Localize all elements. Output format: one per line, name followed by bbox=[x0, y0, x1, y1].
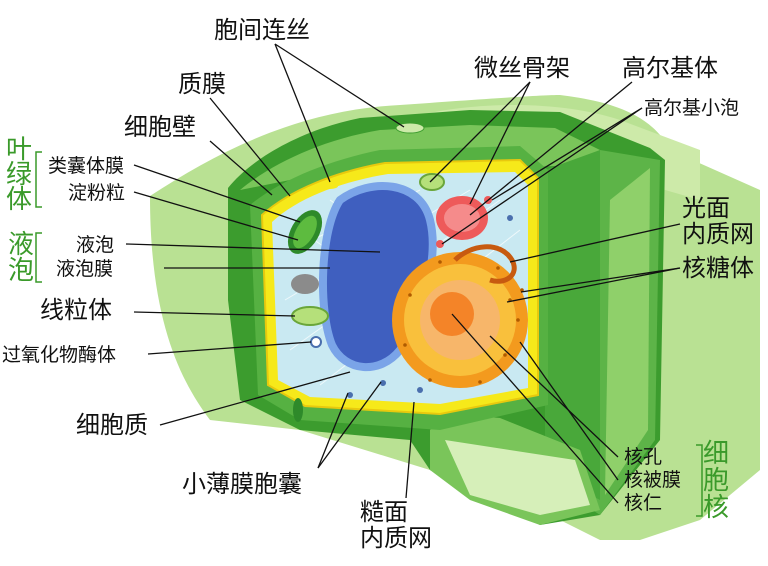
label-peroxisome: 过氧化物酶体 bbox=[2, 344, 116, 366]
label-vacuole: 液泡 bbox=[76, 234, 114, 256]
nucleus bbox=[392, 244, 528, 388]
plasmodesmata-marks bbox=[322, 122, 425, 189]
label-plasmodesmata: 胞间连丝 bbox=[214, 16, 310, 44]
group-label-vacuole: 液 泡 bbox=[8, 230, 34, 286]
label-thylakoid-membrane: 类囊体膜 bbox=[48, 155, 124, 177]
svg-text:细: 细 bbox=[703, 439, 729, 469]
label-golgi-apparatus: 高尔基体 bbox=[622, 54, 718, 82]
leader-lines bbox=[125, 43, 681, 504]
label-cell-wall: 细胞壁 bbox=[124, 113, 196, 141]
svg-text:核: 核 bbox=[703, 493, 729, 523]
group-brackets bbox=[35, 151, 703, 517]
mitochondrion-2 bbox=[419, 173, 445, 191]
label-plasma-membrane: 质膜 bbox=[178, 70, 226, 98]
group-label-chloroplast: 叶 绿 体 bbox=[6, 135, 32, 215]
svg-text:叶: 叶 bbox=[6, 135, 32, 165]
label-mitochondrion: 线粒体 bbox=[40, 296, 112, 324]
label-smooth-er-1: 光面 bbox=[682, 194, 730, 222]
label-smooth-er-2: 内质网 bbox=[682, 220, 754, 248]
label-nuclear-envelope: 核被膜 bbox=[624, 469, 681, 491]
label-tonoplast: 液泡膜 bbox=[56, 258, 113, 280]
svg-text:泡: 泡 bbox=[8, 256, 34, 286]
label-vesicles: 小薄膜胞囊 bbox=[182, 470, 302, 498]
label-cytoplasm: 细胞质 bbox=[76, 411, 148, 439]
chloroplast-2 bbox=[293, 398, 303, 422]
svg-text:液: 液 bbox=[8, 230, 34, 260]
peroxisome bbox=[310, 336, 322, 348]
label-cytoskeleton: 微丝骨架 bbox=[474, 54, 570, 82]
svg-text:绿: 绿 bbox=[6, 160, 32, 190]
label-nuclear-pore: 核孔 bbox=[624, 446, 662, 468]
label-rough-er-1: 糙面 bbox=[360, 498, 408, 526]
svg-text:体: 体 bbox=[6, 185, 32, 215]
label-ribosome: 核糖体 bbox=[682, 254, 754, 282]
label-rough-er-2: 内质网 bbox=[360, 524, 432, 552]
mitochondrion bbox=[291, 306, 329, 326]
label-golgi-vesicle: 高尔基小泡 bbox=[644, 97, 739, 119]
label-starch-granule: 淀粉粒 bbox=[68, 182, 125, 204]
label-nucleolus: 核仁 bbox=[624, 492, 662, 514]
group-label-nucleus: 细 胞 核 bbox=[703, 439, 729, 523]
svg-text:胞: 胞 bbox=[703, 466, 729, 496]
grey-body bbox=[291, 274, 319, 294]
